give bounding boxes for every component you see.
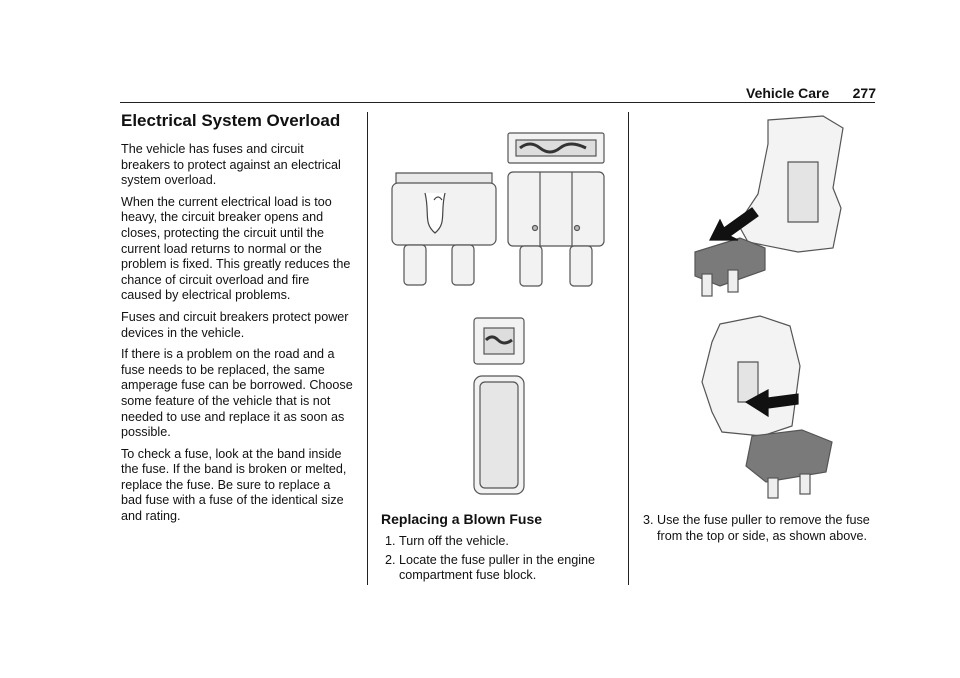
column-divider-right <box>628 112 629 585</box>
step-text: Locate the fuse puller in the engine com… <box>399 552 596 583</box>
step-number: 1. <box>385 534 396 548</box>
step-text: Turn off the vehicle. <box>399 534 509 548</box>
middle-column-text: Replacing a Blown Fuse 1. Turn off the v… <box>381 510 616 587</box>
paragraph: To check a fuse, look at the band inside… <box>121 446 347 524</box>
arrow-icon <box>709 207 759 241</box>
paragraph: When the current electrical load is too … <box>121 194 351 303</box>
step-item: 1. Turn off the vehicle. <box>381 534 616 550</box>
page-number: 277 <box>852 85 876 101</box>
paragraph: Fuses and circuit breakers protect power… <box>121 309 349 340</box>
header-section-title: Vehicle Care <box>746 85 830 101</box>
paragraph: The vehicle has fuses and circuit breake… <box>121 142 341 188</box>
left-column: Electrical System Overload The vehicle h… <box>121 110 353 531</box>
section-heading: Electrical System Overload <box>121 111 341 130</box>
arrow-icon <box>744 388 799 418</box>
step-number: 3. <box>643 513 654 527</box>
fuse-front-view <box>507 171 605 247</box>
subsection-heading: Replacing a Blown Fuse <box>381 511 543 527</box>
step-text: Use the fuse puller to remove the fuse f… <box>657 513 870 543</box>
running-header: Vehicle Care 277 <box>746 85 876 103</box>
fuse-puller-figure <box>640 112 875 502</box>
fuse-gray-bottom <box>745 429 833 483</box>
header-rule <box>120 102 875 103</box>
right-column-text: 3. Use the fuse puller to remove the fus… <box>643 513 873 547</box>
column-divider-left <box>367 112 368 585</box>
fuse-types-illustration <box>391 132 605 495</box>
fuse-types-figure <box>380 128 620 498</box>
step-item: 2. Locate the fuse puller in the engine … <box>381 553 616 584</box>
step-item: 3. Use the fuse puller to remove the fus… <box>643 513 873 544</box>
step-number: 2. <box>385 552 396 567</box>
paragraph: If there is a problem on the road and a … <box>121 347 353 440</box>
fuse-puller-illustration <box>694 115 844 499</box>
